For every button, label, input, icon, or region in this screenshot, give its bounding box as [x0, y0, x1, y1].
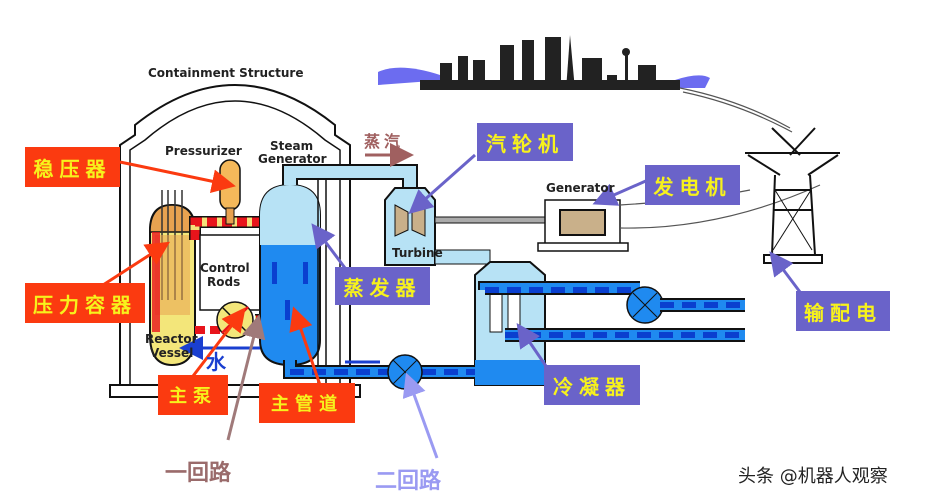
turbine-label: Turbine — [392, 246, 443, 260]
turbine-callout: 汽轮机 — [477, 123, 573, 161]
watermark: 头条 @机器人观察 — [738, 466, 888, 487]
generator-callout: 发电机 — [645, 165, 740, 205]
steam-generator-callout: 蒸发器 — [335, 267, 430, 305]
generator-label: Generator — [546, 181, 615, 195]
water-flow-label: 水 — [206, 350, 226, 374]
pressurizer-label: Pressurizer — [165, 144, 242, 158]
steam-generator-label-line1: Steam — [270, 139, 314, 153]
steam-line — [282, 164, 418, 385]
cooling-water-pipes — [478, 281, 745, 342]
condenser — [474, 261, 546, 386]
containment-structure-label: Containment Structure — [148, 66, 304, 80]
secondary-loop-label: 二回路 — [375, 469, 442, 494]
condenser-callout: 冷凝器 — [544, 365, 640, 405]
pressure-vessel-callout: 压力容器 — [25, 283, 145, 323]
generator — [537, 199, 629, 252]
callout-arrows — [102, 143, 802, 459]
city-skyline — [378, 35, 710, 90]
control-rods-label-line1: Control — [200, 261, 250, 275]
transmission-callout: 输配电 — [796, 291, 890, 331]
steam-generator — [259, 183, 321, 367]
control-rods-label-line2: Rods — [207, 275, 241, 289]
reactor-vessel-label-line1: Reactor — [145, 332, 198, 346]
reactor-vessel-label-line2: Vessel — [150, 346, 194, 360]
primary-loop-label: 一回路 — [165, 461, 232, 486]
main-pump-callout: 主泵 — [158, 375, 228, 415]
main-pipe-callout: 主管道 — [259, 383, 355, 423]
power-lines — [619, 87, 821, 229]
pressurizer-callout: 稳压器 — [25, 147, 120, 187]
steam-flow-label: 蒸汽 — [364, 132, 405, 151]
transmission-tower — [745, 127, 840, 264]
steam-generator-label-line2: Generator — [258, 152, 327, 166]
